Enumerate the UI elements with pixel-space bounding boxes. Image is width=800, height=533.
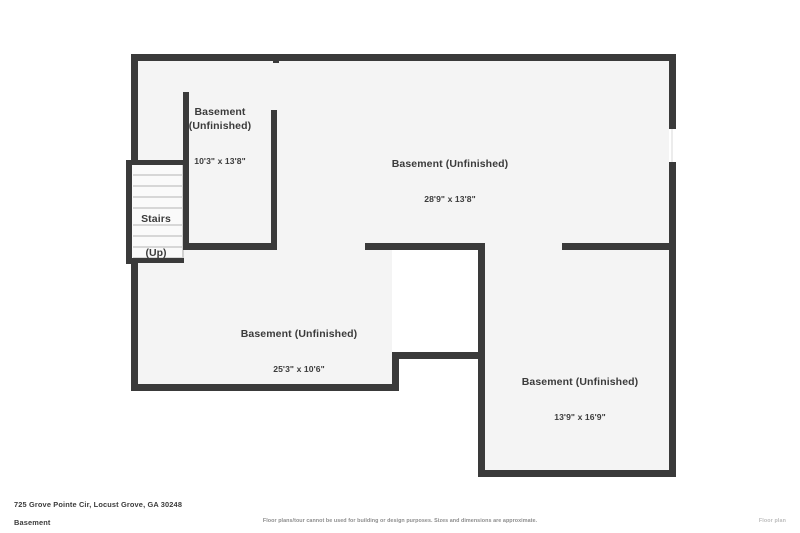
wall-interior-center-left — [365, 243, 485, 250]
wall-column-icon — [273, 58, 279, 63]
wall-exterior-left-lower — [131, 260, 138, 391]
disclaimer-text: Floor plans/tour cannot be used for buil… — [262, 518, 538, 524]
property-address: 725 Grove Pointe Cir, Locust Grove, GA 3… — [14, 500, 183, 509]
wall-southeast-left — [478, 243, 485, 477]
wall-exterior-right-mid — [669, 164, 676, 243]
wall-interior-stairs-bottom — [131, 258, 184, 263]
floor-fill-upper — [131, 54, 676, 243]
wall-interior-northwest-bottom — [183, 243, 277, 250]
wall-exterior-left-stairs — [126, 160, 132, 264]
floor-name: Basement — [14, 518, 51, 527]
footer-bar: 725 Grove Pointe Cir, Locust Grove, GA 3… — [0, 492, 800, 533]
wall-exterior-right-upper — [669, 54, 676, 127]
floor-fill-southwest — [131, 243, 392, 391]
wall-exterior-bottom-southeast — [478, 470, 676, 477]
brand-watermark: Floor plan — [758, 518, 786, 524]
window-opening-icon — [669, 127, 676, 164]
floor-fill-southeast — [478, 243, 676, 477]
wall-interior-center-right — [562, 243, 676, 250]
wall-interior-northwest-right — [271, 110, 277, 250]
wall-exterior-bottom-southwest — [131, 384, 399, 391]
floor-fill-group — [131, 54, 676, 477]
floor-fill-stairs — [131, 163, 184, 260]
wall-interior-stairs-top — [131, 160, 184, 165]
wall-southwest-right — [392, 352, 399, 391]
wall-southwest-to-southeast-connector — [392, 352, 485, 359]
wall-exterior-right-lower — [669, 243, 676, 477]
wall-interior-northwest-left — [183, 92, 189, 250]
wall-exterior-left-upper — [131, 54, 138, 164]
wall-exterior-top — [131, 54, 676, 61]
wall-group — [126, 54, 676, 477]
